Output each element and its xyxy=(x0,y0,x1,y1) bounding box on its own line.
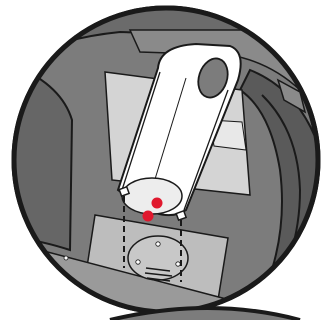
hinge-pin-right xyxy=(176,211,186,220)
bracket-hub xyxy=(122,178,182,214)
socket-hole-left xyxy=(136,260,140,264)
floor-screw xyxy=(64,256,68,260)
socket-hole-right xyxy=(176,262,180,266)
socket-hole-top xyxy=(156,242,160,246)
alignment-dot-lower xyxy=(143,211,154,222)
hinge-pin-left xyxy=(119,187,129,196)
alignment-dot-upper xyxy=(152,198,163,209)
